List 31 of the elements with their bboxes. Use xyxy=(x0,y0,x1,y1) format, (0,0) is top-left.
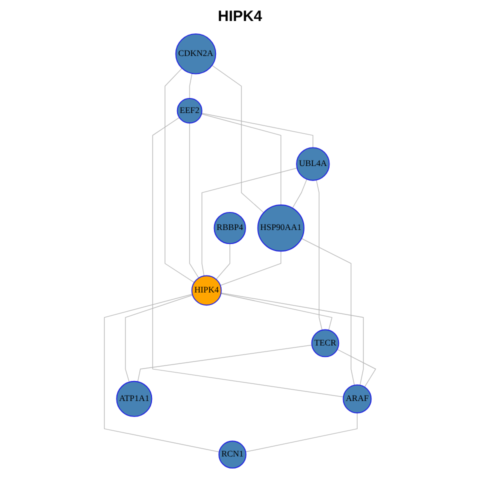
node-circle: TECR xyxy=(311,329,340,358)
connector xyxy=(220,293,332,330)
connector xyxy=(220,250,282,286)
node-circle: RBBP4 xyxy=(214,212,246,244)
node-circle: CDKN2A xyxy=(175,33,216,74)
connector xyxy=(164,68,195,283)
connector xyxy=(189,73,192,99)
node-circle: ARAF xyxy=(342,384,372,414)
diagram-title: HIPK4 xyxy=(218,8,262,25)
node-circle: EEF2 xyxy=(176,98,202,124)
node-circle: HSP90AA1 xyxy=(257,204,304,252)
connector xyxy=(220,292,364,386)
connector xyxy=(301,238,355,386)
connector xyxy=(201,112,314,148)
connector xyxy=(137,344,312,382)
connector xyxy=(202,168,298,276)
node-circle: RCN1 xyxy=(218,440,246,469)
connector xyxy=(201,114,282,206)
connector xyxy=(189,122,200,278)
node-circle: ATP1A1 xyxy=(116,380,152,417)
connector xyxy=(245,412,358,452)
node-circle: UBL4A xyxy=(296,147,330,181)
connector xyxy=(316,180,322,330)
connector xyxy=(152,117,344,398)
connector xyxy=(216,243,230,280)
connector xyxy=(292,178,308,208)
connector xyxy=(125,294,193,382)
node-circle: HIPK4 xyxy=(191,275,222,306)
connector xyxy=(336,349,376,388)
connector xyxy=(212,65,264,213)
connector xyxy=(104,294,220,452)
